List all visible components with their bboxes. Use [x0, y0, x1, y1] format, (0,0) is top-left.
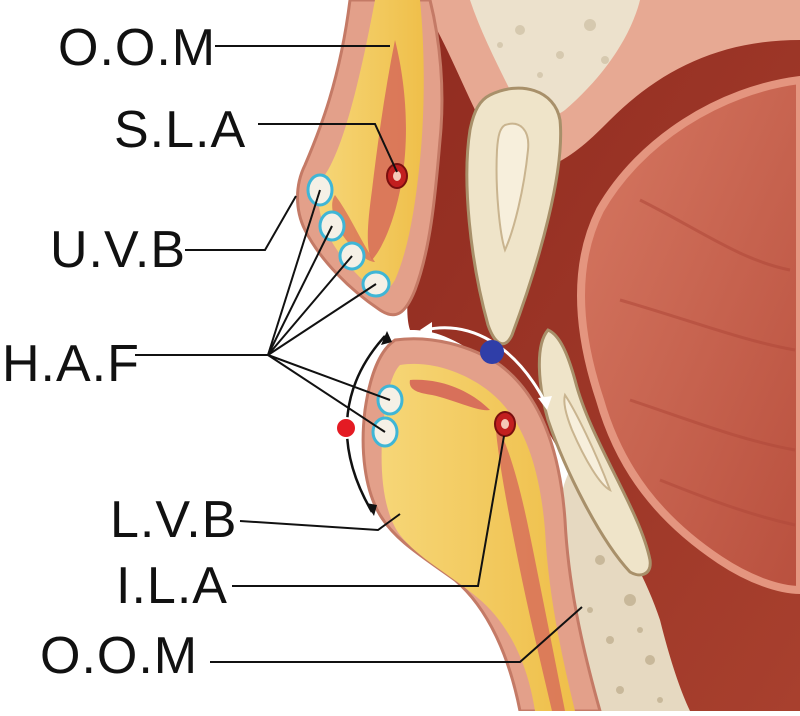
- label-uvb: U.V.B: [50, 221, 187, 279]
- lower-bone-texture: [587, 555, 663, 703]
- leader-lines: [135, 45, 583, 663]
- tongue-fibers: [619, 198, 796, 527]
- lower-alveolar-bone: [559, 470, 690, 711]
- label-oom-top: O.O.M: [58, 19, 217, 77]
- label-sla: S.L.A: [114, 101, 247, 159]
- leader-sla: [258, 123, 398, 173]
- lower-incisor-pulp: [563, 392, 612, 493]
- label-ila: I.L.A: [116, 557, 228, 615]
- leader-ila: [232, 435, 505, 587]
- label-haf: H.A.F: [2, 335, 140, 393]
- leader-haf-4: [267, 283, 377, 356]
- superior-labial-artery: [386, 163, 408, 189]
- tongue: [577, 75, 800, 595]
- leader-haf-5: [267, 354, 391, 401]
- label-oom-bottom: O.O.M: [40, 627, 199, 685]
- lower-lip-muscle: [409, 379, 490, 411]
- blue-marker: [480, 340, 504, 364]
- label-lvb: L.V.B: [110, 491, 238, 549]
- red-marker: [335, 417, 357, 439]
- leader-haf-1: [267, 189, 321, 356]
- leader-haf-2: [267, 225, 333, 356]
- leader-uvb: [185, 195, 297, 251]
- upper-incisor-pulp: [495, 122, 530, 253]
- leader-lvb: [239, 513, 401, 532]
- lower-lip-fat: [381, 363, 575, 711]
- leader-haf-3: [267, 255, 353, 356]
- leader-oom-bottom: [210, 606, 583, 663]
- bone-texture: [497, 19, 609, 78]
- leader-haf-6: [267, 354, 386, 433]
- upper-lip-muscle-2: [332, 195, 375, 262]
- vertical-arc-arrow: [345, 331, 392, 516]
- inferior-labial-artery: [494, 411, 516, 437]
